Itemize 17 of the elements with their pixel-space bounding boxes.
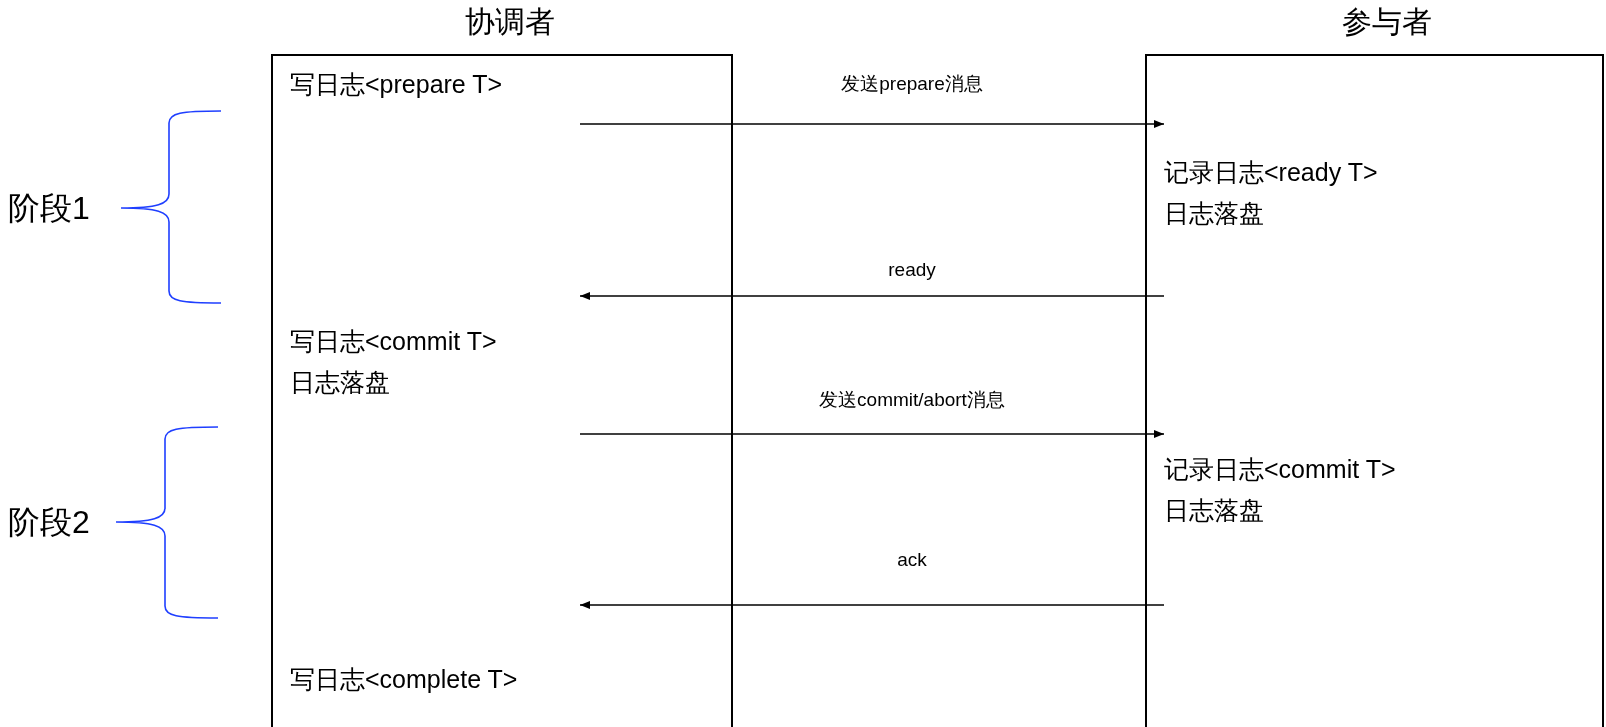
step-text: 记录日志<ready T> 日志落盘 — [1164, 157, 1379, 229]
edge-label: 发送commit/abort消息 — [819, 388, 1005, 412]
edge-label: ready — [888, 258, 936, 282]
phase-label: 阶段2 — [8, 503, 90, 542]
step-text: 写日志<commit T> 日志落盘 — [290, 326, 498, 398]
lane-title: 参与者 — [1340, 4, 1433, 40]
arrow — [579, 292, 1165, 300]
arrow — [579, 430, 1165, 438]
arrow — [579, 120, 1165, 128]
lane-title: 协调者 — [464, 4, 556, 40]
step-text: 写日志<prepare T> — [290, 69, 503, 100]
arrow — [579, 601, 1165, 609]
edge-label: ack — [897, 548, 927, 572]
phase-label: 阶段1 — [8, 189, 90, 228]
step-text: 写日志<complete T> — [290, 664, 518, 695]
edge-label: 发送prepare消息 — [841, 72, 983, 96]
step-text: 记录日志<commit T> 日志落盘 — [1164, 454, 1397, 526]
